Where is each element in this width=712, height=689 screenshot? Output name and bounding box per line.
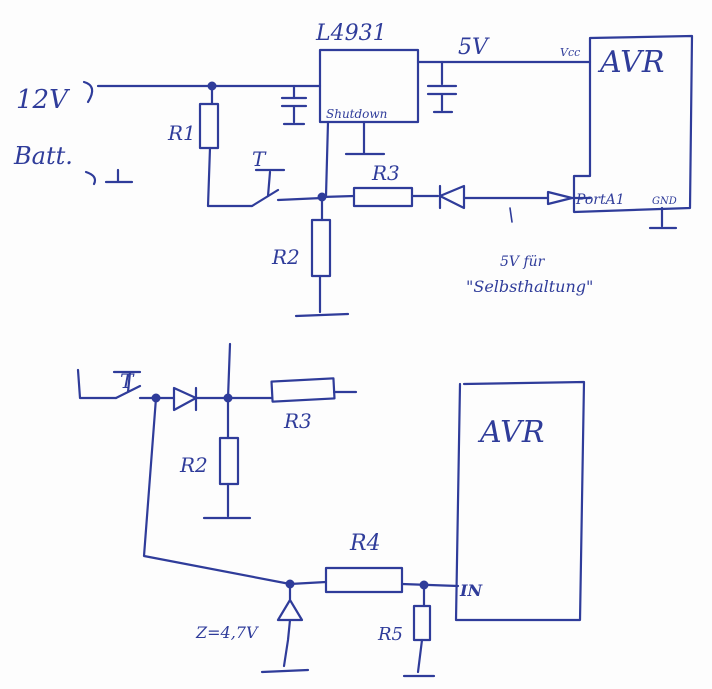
resistor-r3: [352, 186, 414, 208]
label-shutdown: Shutdown: [326, 107, 387, 121]
wire-shutdown: [324, 120, 330, 198]
switch-t-actuator: [254, 168, 286, 198]
input-connector-12v: [82, 80, 94, 104]
label-r5: R5: [377, 624, 403, 645]
label-in: IN: [459, 581, 483, 600]
label-note-line1: 5V für: [500, 254, 546, 270]
label-avr-bottom: AVR: [477, 415, 544, 450]
label-r1: R1: [167, 121, 196, 145]
label-switch-top: T: [252, 147, 267, 171]
diode-bottom: [172, 386, 198, 412]
label-r2-bottom: R2: [179, 453, 208, 477]
capacitor-cin: [280, 96, 308, 126]
port-a1-arrow: [546, 190, 592, 206]
regulator-gnd: [344, 120, 386, 156]
bottom-schematic: [76, 342, 586, 678]
label-r3-bottom: R3: [283, 409, 312, 433]
wire-r1-bottom: [206, 146, 254, 208]
label-r2-top: R2: [271, 245, 300, 269]
label-zener: Z=4,7V: [195, 623, 259, 642]
label-vcc: Vcc: [560, 46, 580, 59]
resistor-r5: [412, 604, 432, 642]
label-batt: Batt.: [13, 142, 73, 170]
label-note-line2: "Selbsthaltung": [466, 277, 593, 296]
wire-node-up-bottom: [226, 342, 232, 400]
label-12v: 12V: [16, 85, 70, 115]
note-pointer: [509, 207, 513, 223]
label-5v: 5V: [458, 35, 490, 60]
label-avr-top: AVR: [597, 45, 664, 80]
capacitor-cout: [426, 84, 458, 114]
label-l4931: L4931: [315, 21, 387, 46]
wire-r4-in: [400, 582, 460, 588]
avr-block-top: [572, 34, 694, 214]
label-r3-top: R3: [371, 161, 400, 185]
resistor-r2-bottom: [218, 436, 240, 486]
avr-block-bottom: [454, 380, 586, 622]
battery-ground-symbol: [104, 168, 134, 184]
regulator-l4931: [318, 48, 420, 124]
label-porta1: PortA1: [575, 192, 625, 208]
resistor-r3-bottom: [270, 377, 336, 403]
zener-diode: [260, 582, 310, 674]
battery-ground-connector: [84, 170, 97, 186]
label-r4: R4: [349, 531, 381, 556]
resistor-r4: [324, 566, 404, 594]
avr-gnd-top: [648, 206, 678, 230]
bottom-input-wire: [76, 368, 118, 400]
label-gnd: GND: [652, 196, 677, 207]
wire-zener-r4: [288, 580, 328, 586]
wire-r5-ground: [402, 638, 436, 678]
top-schematic: [82, 34, 694, 318]
wire-switch-to-node: [276, 196, 324, 202]
diode-top: [438, 184, 466, 210]
label-switch-bottom: T: [120, 369, 135, 393]
wire-r2-ground-bottom: [202, 482, 252, 520]
switch-t-top: [250, 188, 280, 208]
wire-node-r3: [320, 194, 356, 199]
resistor-r1: [198, 102, 220, 150]
resistor-r2: [310, 218, 332, 278]
wire-r2-ground: [294, 274, 350, 318]
wire-left-down: [142, 396, 292, 586]
bottom-switch-t: [112, 370, 142, 400]
